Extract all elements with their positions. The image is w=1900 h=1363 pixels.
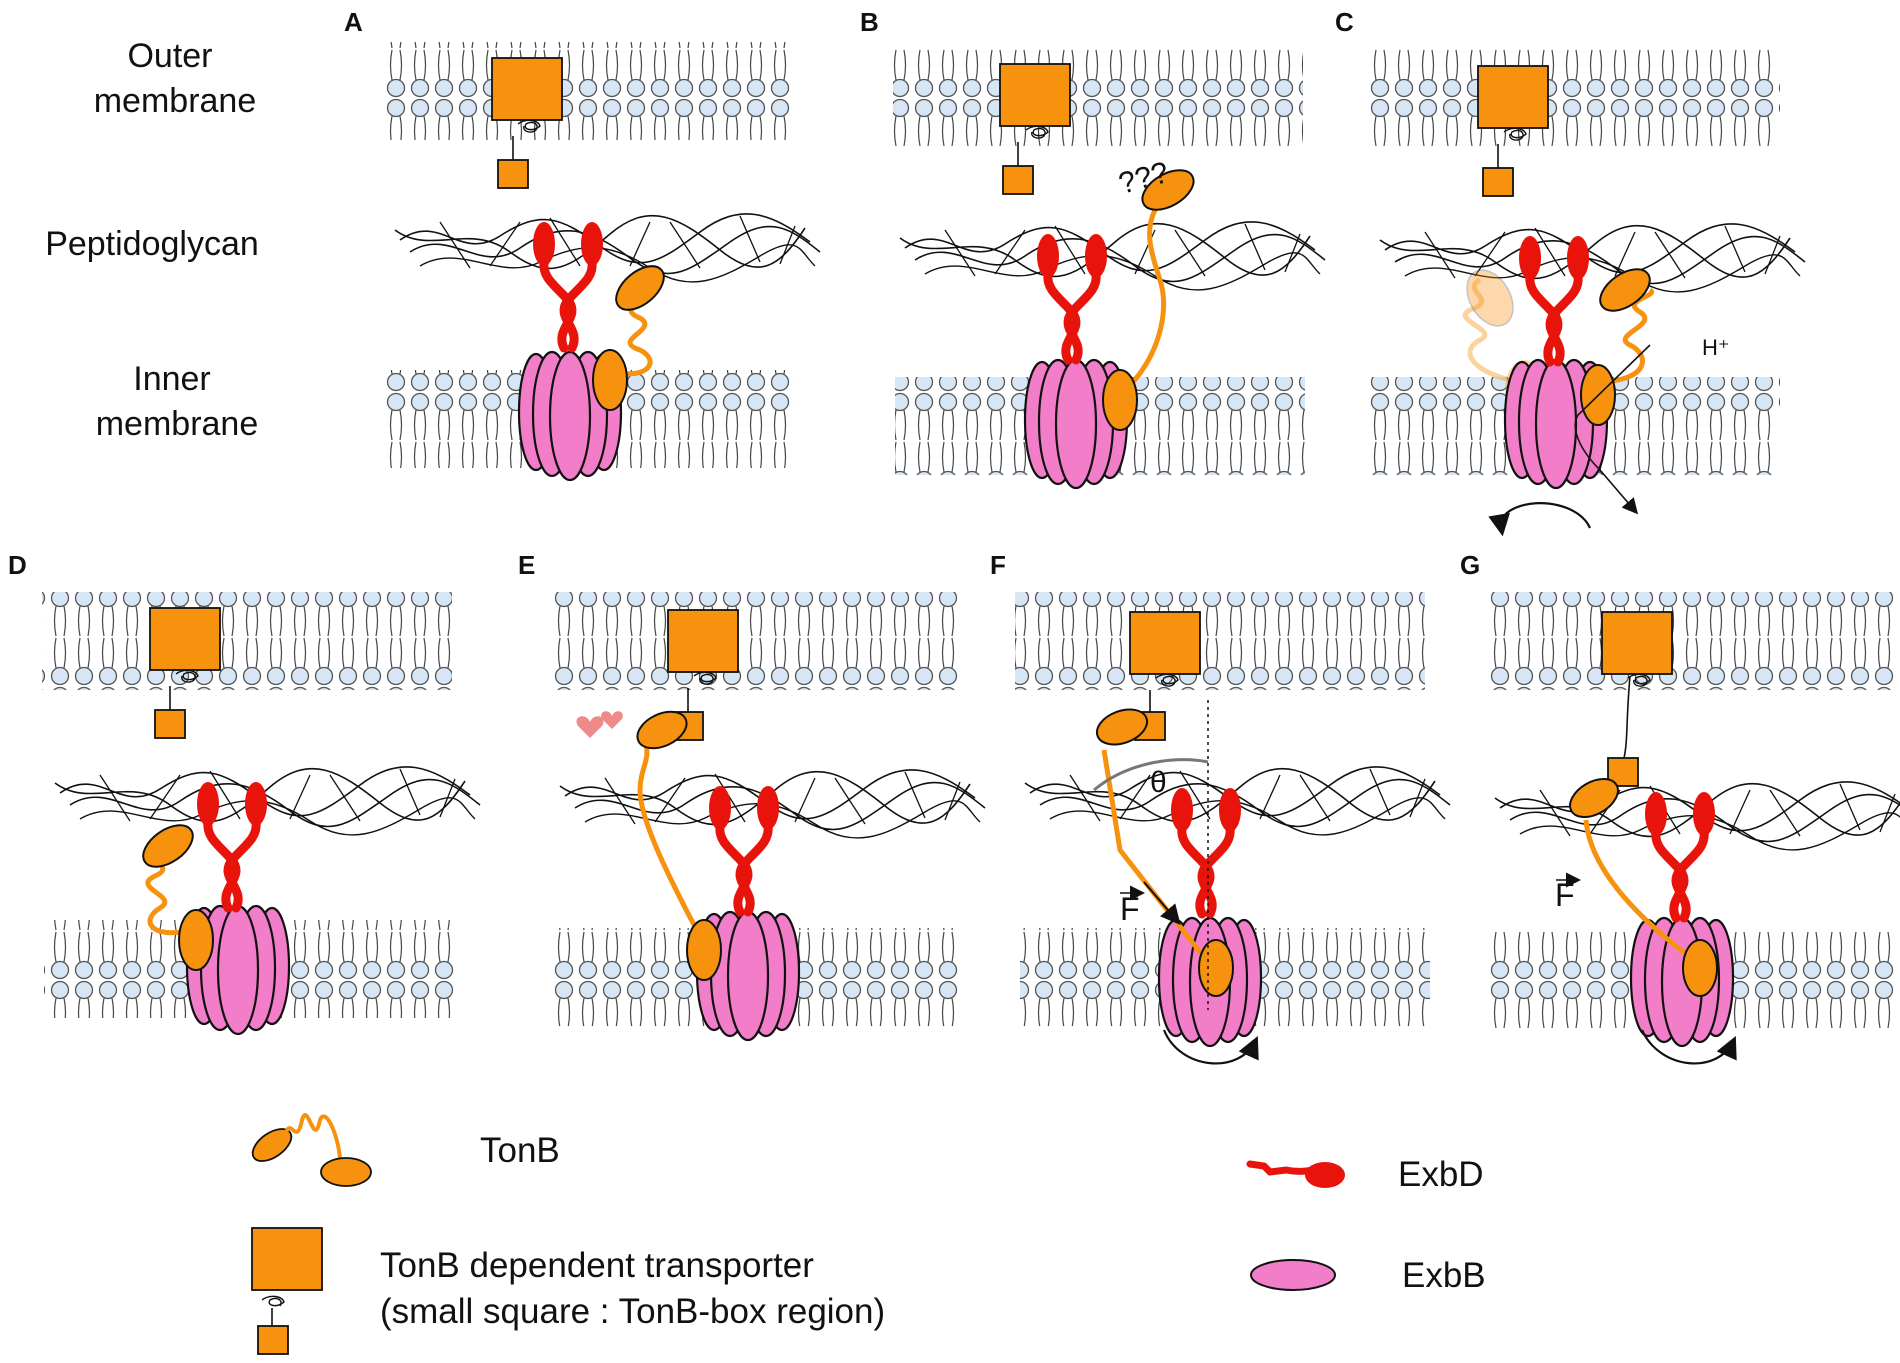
- tonb-ctd-a: [615, 265, 665, 311]
- exbd-a: [533, 222, 603, 348]
- panel-f: F θ F: [990, 550, 1451, 1065]
- tonb-box-b: [1002, 141, 1034, 195]
- tonb-tm-e: [686, 919, 722, 981]
- force-label-f: F: [1120, 891, 1140, 927]
- outer-membrane-e: [552, 592, 962, 690]
- legend-exbd-label: ExbD: [1398, 1155, 1484, 1194]
- panel-c: C H⁺: [1335, 7, 1806, 537]
- outer-membrane-d: [42, 592, 452, 690]
- panel-g: G F: [1460, 550, 1900, 1065]
- panel-g-letter: G: [1460, 550, 1480, 580]
- legend-tonb-icon: [251, 1113, 372, 1187]
- legend-exbb-label: ExbB: [1402, 1256, 1486, 1295]
- tonb-linker-f: [1101, 749, 1212, 967]
- peptidoglycan-label: Peptidoglycan: [45, 225, 259, 263]
- tonb-tm-b: [1102, 369, 1138, 431]
- theta-label-f: θ: [1150, 766, 1167, 799]
- outer-membrane-label-1: Outer: [127, 37, 212, 75]
- tonb-linker-e: [637, 744, 705, 942]
- legend-exbd-icon: [1246, 1160, 1345, 1188]
- tonb-box-a: [497, 135, 529, 189]
- rotation-arrow-c: [1488, 502, 1592, 537]
- panel-e-letter: E: [518, 550, 535, 580]
- exbd-d: [197, 782, 267, 908]
- tonb-ctd-f: [1095, 708, 1149, 746]
- proton-label-c: H⁺: [1702, 335, 1730, 360]
- peptidoglycan-d: [54, 766, 481, 836]
- tonb-box-g: [1607, 675, 1639, 787]
- tonb-tm-g: [1682, 939, 1718, 997]
- force-arrow-f: [1143, 881, 1181, 926]
- tonb-tm-d: [178, 909, 214, 971]
- legend-transporter-label-2: (small square : TonB-box region): [380, 1292, 885, 1331]
- tonb-tm-a: [592, 349, 628, 411]
- rotation-arrow-g: [1640, 1029, 1737, 1065]
- panel-f-letter: F: [990, 550, 1006, 580]
- tonb-ctd-g: [1569, 778, 1619, 818]
- angle-arc-f: [1093, 758, 1209, 792]
- outer-membrane-g: [1488, 592, 1898, 690]
- tonb-ghost-ctd-c: [1466, 269, 1514, 327]
- exbd-g: [1645, 792, 1715, 918]
- tonb-ctd-b: [1141, 169, 1195, 211]
- panel-d-letter: D: [8, 550, 27, 580]
- force-label-g: F: [1555, 877, 1575, 913]
- tonb-linker-b: [1118, 187, 1181, 397]
- tonb-ctd-d: [142, 824, 194, 868]
- legend-transporter-label-1: TonB dependent transporter: [380, 1246, 814, 1285]
- tonb-linker-g: [1583, 819, 1696, 963]
- exbb-g: [1629, 916, 1735, 1048]
- panel-e: E: [518, 550, 986, 1042]
- proton-path-arrow-c: [1574, 344, 1651, 515]
- legend-transporter-icon: [251, 1227, 323, 1355]
- tonb-box-d: [154, 685, 186, 739]
- tonb-tm-f: [1198, 939, 1234, 997]
- outer-membrane-a: [383, 42, 793, 140]
- peptidoglycan-c: [1379, 223, 1806, 293]
- peptidoglycan-a: [394, 213, 821, 283]
- outer-membrane-label-2: membrane: [94, 82, 257, 120]
- legend: TonB TonB dependent transporter (small s…: [251, 1113, 1486, 1355]
- heart-icon: [576, 711, 623, 738]
- tonb-ctd-c: [1599, 268, 1651, 312]
- tonb-box-c: [1482, 143, 1514, 197]
- tonb-ctd-e: [636, 710, 688, 750]
- panel-d: D: [8, 550, 481, 1036]
- legend-tonb-label: TonB: [480, 1131, 560, 1170]
- exbd-f: [1171, 788, 1241, 914]
- panel-c-letter: C: [1335, 7, 1354, 37]
- panel-b: B ???: [860, 7, 1326, 490]
- panel-a: A: [344, 7, 821, 482]
- tonb-ghost-linker-c: [1462, 277, 1511, 383]
- rotation-arrow-f: [1162, 1029, 1259, 1065]
- outer-membrane-f: [1015, 592, 1425, 690]
- inner-membrane-label-1: Inner: [133, 360, 211, 398]
- outer-membrane-c: [1370, 48, 1780, 146]
- exbd-c: [1519, 236, 1589, 362]
- legend-exbb-icon: [1250, 1259, 1336, 1291]
- panel-a-letter: A: [344, 7, 363, 37]
- outer-membrane-b: [893, 48, 1303, 146]
- inner-membrane-label-2: membrane: [96, 405, 259, 443]
- peptidoglycan-b: [899, 221, 1326, 291]
- panel-b-letter: B: [860, 7, 879, 37]
